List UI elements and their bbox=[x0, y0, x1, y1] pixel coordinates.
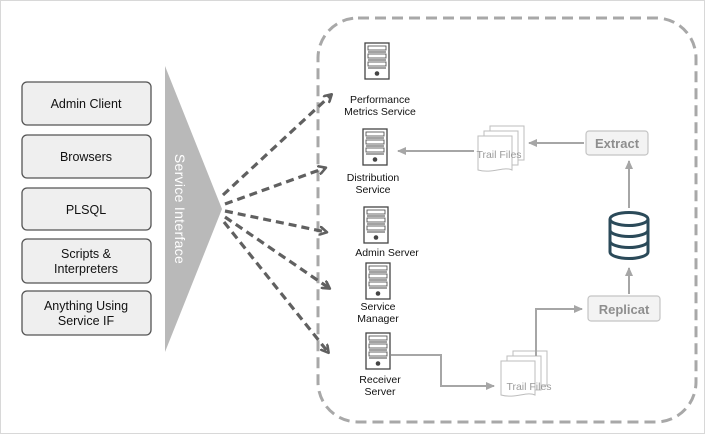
replicat-process: Replicat bbox=[587, 295, 661, 322]
arrow-to-service-manager bbox=[224, 215, 329, 288]
service-label-line2: Manager bbox=[357, 313, 399, 325]
server-icon bbox=[365, 262, 391, 300]
trail-files-upper: Trail Files bbox=[476, 125, 525, 172]
client-box-label-line2: Interpreters bbox=[54, 262, 118, 276]
service-label-line1: Performance bbox=[350, 94, 410, 106]
service-label-line1: Distribution bbox=[347, 172, 400, 184]
trail-files-label: Trail Files bbox=[476, 149, 521, 161]
service-admin-server: Admin Server bbox=[355, 206, 419, 259]
trail-files-label: Trail Files bbox=[506, 381, 551, 393]
arrow-to-receiver-server bbox=[222, 221, 328, 352]
service-distribution: Distribution Service bbox=[347, 128, 400, 196]
extract-label: Extract bbox=[595, 136, 640, 151]
service-interface-wedge bbox=[165, 66, 222, 352]
client-box-label-line2: Service IF bbox=[58, 314, 115, 328]
client-box-label: PLSQL bbox=[66, 203, 106, 217]
client-box-admin-client: Admin Client bbox=[21, 81, 152, 126]
arrow-to-admin-server bbox=[224, 209, 326, 232]
service-label-line2: Server bbox=[365, 386, 396, 398]
server-icon bbox=[362, 128, 388, 166]
client-box-label-line1: Anything Using bbox=[44, 299, 128, 313]
database-icon bbox=[608, 211, 650, 260]
arrow-to-distribution-service bbox=[224, 168, 325, 206]
service-label: Admin Server bbox=[355, 247, 419, 259]
service-performance-metrics: Performance Metrics Service bbox=[344, 42, 416, 118]
client-box-label: Admin Client bbox=[51, 97, 122, 111]
arrow-receiver-to-trail bbox=[391, 354, 495, 390]
client-box-anything-using-service-if: Anything Using Service IF bbox=[21, 290, 152, 336]
client-box-label: Browsers bbox=[60, 150, 112, 164]
service-interface-label: Service Interface bbox=[172, 154, 188, 264]
interface-arrows bbox=[221, 95, 331, 352]
service-label-line2: Metrics Service bbox=[344, 106, 416, 118]
data-flow-arrows bbox=[391, 139, 633, 390]
arrow-trail-to-replicat bbox=[535, 305, 583, 356]
service-label-line2: Service bbox=[355, 184, 390, 196]
trail-files-lower: Trail Files bbox=[500, 350, 552, 397]
client-box-browsers: Browsers bbox=[21, 134, 152, 179]
service-label-line1: Receiver bbox=[359, 374, 401, 386]
server-icon bbox=[363, 206, 389, 244]
replicat-label: Replicat bbox=[599, 302, 650, 317]
client-box-plsql: PLSQL bbox=[21, 187, 152, 231]
server-icon bbox=[365, 332, 391, 370]
service-manager: Service Manager bbox=[357, 262, 399, 325]
service-label-line1: Service bbox=[360, 301, 395, 313]
extract-process: Extract bbox=[585, 130, 649, 156]
client-box-label-line1: Scripts & bbox=[61, 247, 112, 261]
server-icon bbox=[364, 42, 390, 80]
client-box-scripts-interpreters: Scripts & Interpreters bbox=[21, 238, 152, 284]
service-receiver-server: Receiver Server bbox=[359, 332, 401, 398]
arrow-to-performance-metrics bbox=[221, 95, 331, 197]
